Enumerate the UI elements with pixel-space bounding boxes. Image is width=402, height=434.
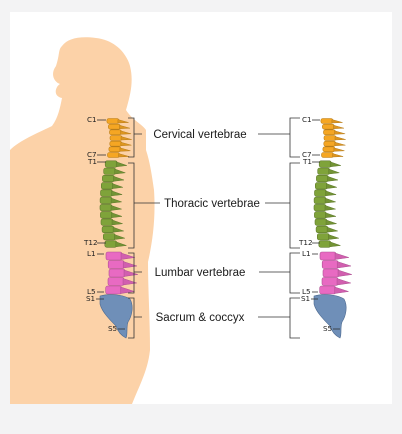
right-thoracic-vertebra-body — [319, 241, 331, 248]
right-thoracic-vertebra-body — [316, 226, 328, 233]
right-lumbar-vertebra-body — [322, 278, 338, 286]
left-lumbar-vertebra-body — [106, 252, 122, 260]
left-lumbar-vertebra-body — [106, 286, 122, 294]
right-thoracic-vertebra-body — [318, 168, 330, 175]
left-cervical-vertebra-body — [107, 119, 119, 124]
right-label-t1: T1 — [302, 157, 312, 166]
left-label-c1: C1 — [87, 115, 97, 124]
right-thoracic-vertebra-body — [314, 204, 326, 211]
right-thoracic-vertebra-body — [314, 212, 326, 219]
left-label-s5: S5 — [108, 324, 117, 333]
right-cervical-vertebra-body — [324, 141, 336, 146]
left-cervical-vertebra-body — [110, 136, 122, 141]
left-thoracic-vertebra-body — [105, 241, 117, 248]
left-thoracic-vertebra-body — [102, 226, 114, 233]
left-lumbar-vertebra-body — [108, 278, 124, 286]
right-thoracic-vertebra-body — [315, 219, 327, 226]
right-cervical-vertebra-body — [322, 124, 334, 129]
left-cervical-vertebra-body — [108, 153, 120, 158]
right-cervical-vertebra-body — [322, 153, 334, 158]
left-label-t12: T12 — [83, 238, 98, 247]
left-thoracic-vertebra-body — [104, 168, 116, 175]
right-lumbar-vertebra-body — [320, 252, 336, 260]
right-cervical-vertebra-body — [321, 119, 333, 124]
right-label-c1: C1 — [302, 115, 312, 124]
right-cervical-vertebra-body — [323, 147, 335, 152]
left-label-t1: T1 — [87, 157, 97, 166]
right-thoracic-vertebra-body — [315, 183, 327, 190]
left-cervical-vertebra-body — [110, 141, 122, 146]
right-thoracic-vertebra-body — [319, 161, 331, 168]
left-lumbar-vertebra-body — [108, 261, 124, 269]
left-label-l1: L1 — [87, 249, 96, 258]
label-lumbar-vertebrae: Lumbar vertebrae — [155, 267, 246, 279]
left-thoracic-vertebra-body — [103, 234, 115, 241]
right-lumbar-vertebra-body — [323, 269, 339, 277]
left-thoracic-vertebra-body — [101, 190, 113, 197]
left-thoracic-vertebra-body — [101, 183, 113, 190]
right-thoracic-vertebra-body — [315, 190, 327, 197]
left-thoracic-vertebra-body — [102, 175, 114, 182]
left-lumbar-vertebra-body — [109, 269, 125, 277]
right-lumbar-vertebra-body — [322, 261, 338, 269]
left-thoracic-vertebra-body — [100, 197, 112, 204]
right-thoracic-vertebra-body — [316, 175, 328, 182]
label-sacrum-coccyx: Sacrum & coccyx — [156, 312, 245, 324]
label-thoracic-vertebrae: Thoracic vertebrae — [164, 198, 260, 210]
left-thoracic-vertebra-body — [105, 161, 117, 168]
left-cervical-vertebra-body — [108, 124, 120, 129]
left-label-s1: S1 — [86, 294, 95, 303]
right-thoracic-vertebra-body — [317, 234, 329, 241]
right-label-s5: S5 — [323, 324, 332, 333]
label-cervical-vertebrae: Cervical vertebrae — [153, 129, 246, 141]
right-label-s1: S1 — [301, 294, 310, 303]
right-label-l1: L1 — [302, 249, 311, 258]
left-thoracic-vertebra-body — [101, 219, 113, 226]
right-cervical-vertebra-body — [324, 136, 336, 141]
right-lumbar-vertebra-body — [320, 286, 336, 294]
right-cervical-vertebra-body — [324, 130, 336, 135]
left-thoracic-vertebra-body — [100, 212, 112, 219]
right-label-t12: T12 — [298, 238, 313, 247]
left-cervical-vertebra-body — [110, 130, 122, 135]
right-thoracic-vertebra-body — [314, 197, 326, 204]
left-cervical-vertebra-body — [109, 147, 121, 152]
left-thoracic-vertebra-body — [100, 204, 112, 211]
